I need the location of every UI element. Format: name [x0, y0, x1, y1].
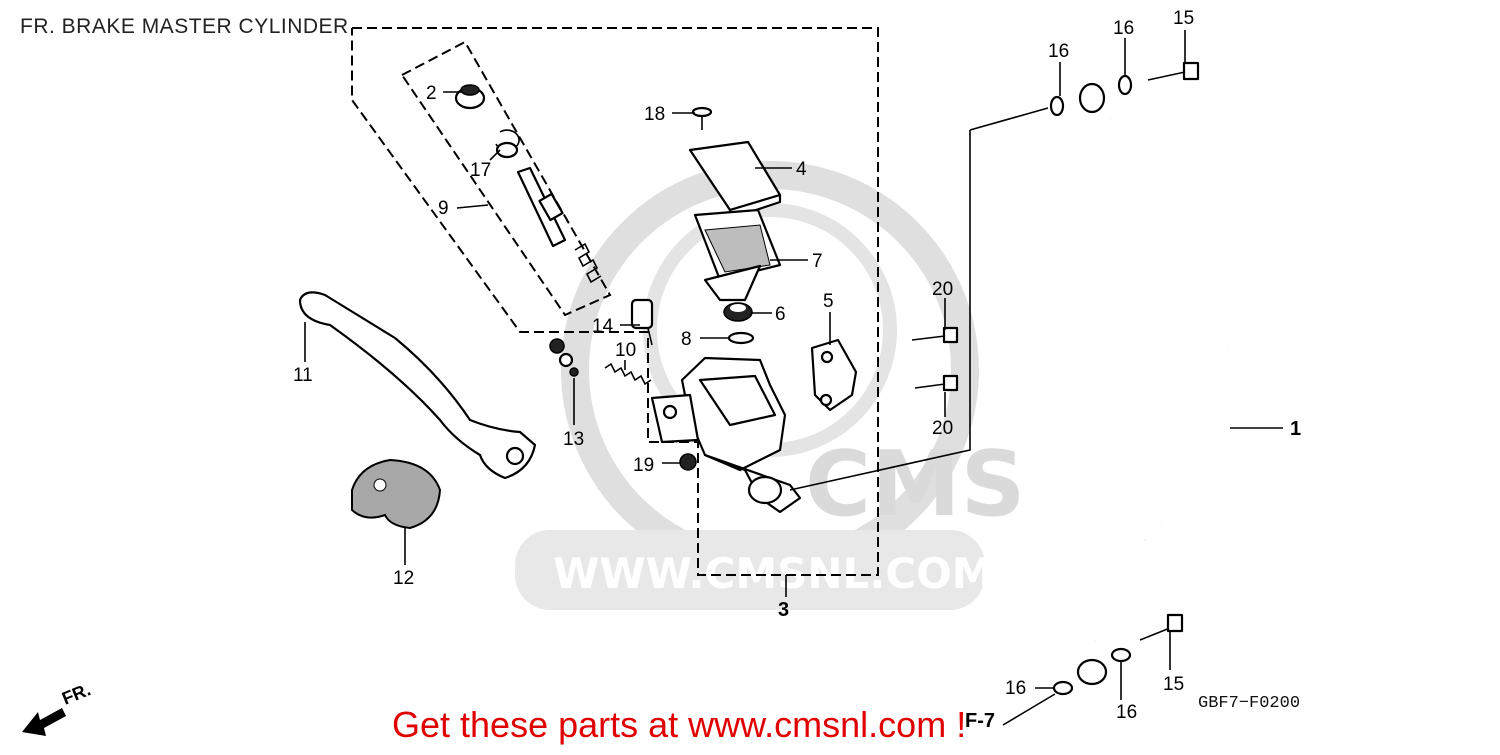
- callout-labels: 2 17 9 18 4 7 6 8 5 14 10 13 11 12 19 3 …: [293, 8, 1301, 732]
- callout-5: 5: [823, 291, 834, 312]
- part-10-spring: [604, 362, 652, 386]
- front-direction-arrow: [22, 708, 66, 736]
- callout-18: 18: [644, 104, 665, 125]
- callout-12: 12: [393, 568, 414, 589]
- callout-1: 1: [1290, 418, 1301, 440]
- leader-lines: [304, 30, 1283, 726]
- callout-14: 14: [592, 316, 614, 337]
- part-17-circlip: [495, 129, 520, 159]
- callout-11: 11: [293, 365, 313, 386]
- callout-9: 9: [438, 198, 449, 219]
- part-2-boot: [454, 84, 486, 110]
- callout-16-b: 16: [1113, 18, 1134, 39]
- promo-link[interactable]: Get these parts at www.cmsnl.com !: [392, 704, 967, 745]
- part-18-screw: [691, 106, 713, 130]
- callout-3: 3: [778, 599, 789, 621]
- callout-16-a: 16: [1048, 41, 1069, 62]
- callout-6: 6: [775, 304, 786, 325]
- callout-15-bottom: 15: [1163, 674, 1184, 695]
- diagram-title: FR. BRAKE MASTER CYLINDER: [20, 15, 349, 38]
- part-9-piston-set: [516, 166, 602, 284]
- part-12-boot: [351, 458, 442, 530]
- part-1-brake-hose: [1076, 82, 1246, 686]
- callout-17: 17: [470, 160, 491, 181]
- callout-4: 4: [796, 159, 807, 180]
- part-3-master-cylinder-body: [650, 356, 802, 514]
- callout-15-top: 15: [1173, 8, 1194, 29]
- part-13-nut: [549, 338, 579, 377]
- watermark: CMS WWW.CMSNL.COM: [515, 161, 1025, 610]
- ref-label-f7: F-7: [965, 710, 995, 732]
- part-5-holder: [810, 338, 858, 412]
- part-7-diaphragm: [693, 208, 782, 302]
- callout-20-bottom: 20: [932, 418, 953, 439]
- part-14-pivot-bolt: [630, 298, 654, 346]
- watermark-url: WWW.CMSNL.COM: [553, 549, 994, 598]
- part-6-plate: [723, 302, 753, 322]
- callout-19: 19: [633, 455, 654, 476]
- callout-13: 13: [563, 429, 584, 450]
- part-8-ring: [727, 331, 755, 345]
- part-20-bolt-lower: [914, 374, 959, 392]
- part-15-bolts: [1139, 61, 1200, 641]
- callout-7: 7: [812, 251, 823, 272]
- callout-2: 2: [426, 83, 437, 104]
- callout-16-d: 16: [1116, 702, 1137, 723]
- part-11-lever: [298, 291, 537, 480]
- callout-10: 10: [615, 340, 636, 361]
- part-16-washers: [1049, 74, 1133, 696]
- callout-8: 8: [681, 329, 692, 350]
- part-20-bolt-upper: [911, 326, 959, 344]
- callout-20-top: 20: [932, 279, 953, 300]
- diagram-code: GBF7−F0200: [1198, 694, 1301, 713]
- watermark-brand: CMS: [805, 432, 1025, 537]
- callout-16-c: 16: [1005, 678, 1026, 699]
